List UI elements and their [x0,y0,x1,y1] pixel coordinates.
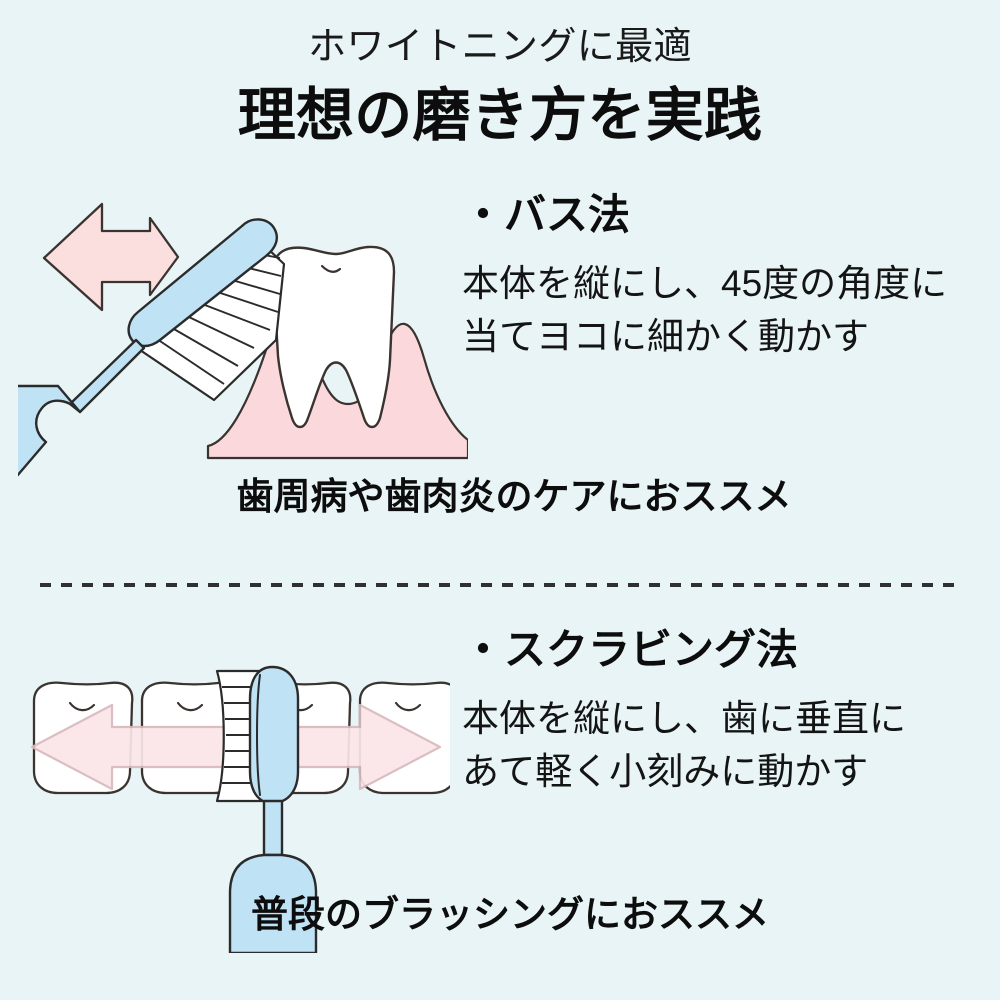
method-description-bass: 本体を縦にし、45度の角度に 当てヨコに細かく動かす [462,240,992,363]
description-line: 本体を縦にし、45度の角度に [462,263,948,305]
section-scrubbing-method: ・スクラビング法 本体を縦にし、歯に垂直に あて軽く小刻みに動かす 普段のブラッ… [0,625,1000,985]
text-column-bass: ・バス法 本体を縦にし、45度の角度に 当てヨコに細かく動かす [462,190,992,363]
method-heading-bass: ・バス法 [462,191,631,238]
molar-tooth-shape [271,245,396,429]
method-heading-scrubbing: ・スクラビング法 [462,626,799,673]
pink-double-arrow-icon [42,202,180,312]
recommendation-bass: 歯周病や歯肉炎のケアにおススメ [236,476,792,517]
description-line: 当てヨコに細かく動かす [462,315,869,357]
dashed-divider [40,583,960,587]
description-line: 本体を縦にし、歯に垂直に [462,698,906,740]
toothbrush-shape [228,665,318,953]
section-bass-method: ・バス法 本体を縦にし、45度の角度に 当てヨコに細かく動かす 歯周病や歯肉炎の… [0,190,1000,570]
gum-shape [206,319,468,460]
illustration-bass-method [18,202,468,477]
header: ホワイトニングに最適 理想の磨き方を実践 [0,0,1000,149]
toothbrush-shape [18,218,278,477]
page-title: 理想の磨き方を実践 [237,82,763,148]
description-line: あて軽く小刻みに動かす [462,750,869,792]
method-description-scrubbing: 本体を縦にし、歯に垂直に あて軽く小刻みに動かす [462,675,992,798]
recommendation-scrubbing: 普段のブラッシングにおススメ [251,894,769,935]
text-column-scrubbing: ・スクラビング法 本体を縦にし、歯に垂直に あて軽く小刻みに動かす [462,625,992,798]
illustration-scrubbing-method [30,665,450,953]
page-subtitle: ホワイトニングに最適 [308,26,692,68]
